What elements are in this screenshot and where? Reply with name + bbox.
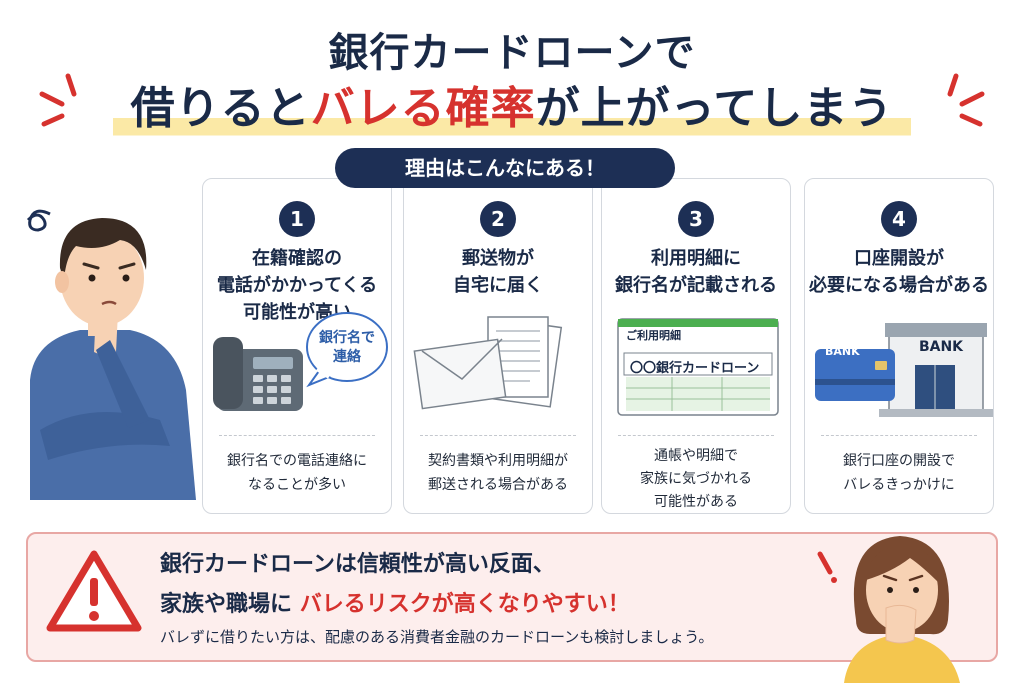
warning-triangle-icon (46, 550, 142, 632)
phone-icon (213, 312, 388, 411)
statement-icon (617, 318, 779, 416)
title-normal-text-2: が上がってしまう (535, 83, 894, 134)
card-footer: 銀行名での電話連絡に なることが多い (227, 453, 367, 493)
reason-card-2: 2 郵送物が 自宅に届く 契約書類や利用明細が 郵送される場合 (403, 178, 593, 514)
card-brand-text: BANK (825, 345, 860, 358)
speech-bubble-icon (306, 312, 388, 388)
card-footer: 契約書類や利用明細が 郵送される場合がある (428, 453, 568, 493)
card-footer: 通帳や明細で 家族に気づかれる 可能性がある (640, 448, 752, 510)
bank-card-icon (815, 349, 895, 401)
card-heading: 郵送物が 自宅に届く (453, 248, 543, 296)
card-number: 2 (480, 201, 516, 237)
reason-heading: 理由はこんなにある！ (335, 148, 675, 188)
building-sign-text: BANK (918, 339, 964, 355)
card-footer: 銀行口座の開設で バレるきっかけに (843, 453, 955, 493)
card-heading: 在籍確認の 電話がかかってくる 可能性が高い (216, 248, 378, 323)
card-number: 3 (678, 201, 714, 237)
warning-line-1: 銀行カードローンは信頼性が高い反面、 (160, 552, 555, 577)
card-number: 4 (881, 201, 917, 237)
burst-icon (39, 73, 77, 127)
title-red-text: バレる確率 (310, 83, 536, 134)
envelope-icon (413, 338, 507, 410)
card-divider (219, 435, 375, 436)
page-title-line2: 借りるとバレる確率が上がってしまう (0, 72, 1024, 138)
bank-building-icon (879, 323, 993, 417)
card-heading: 口座開設が 必要になる場合がある (809, 248, 989, 296)
warning-line-2: 家族や職場に バレるリスクが高くなりやすい！ (160, 592, 630, 617)
warning-line-3: バレずに借りたい方は、配慮のある消費者金融のカードローンも検討しましょう。 (160, 628, 714, 646)
page-title-line1: 銀行カードローンで (328, 30, 696, 76)
card-divider (618, 435, 774, 436)
title-normal-text: 借りると (130, 83, 311, 134)
reason-card-3: 3 利用明細に 銀行名が記載される ご利用明細 〇〇銀行カードローン 通帳や明細… (601, 178, 791, 514)
worried-man-icon (26, 209, 196, 500)
statement-entry: 〇〇銀行カードローン (630, 361, 760, 376)
statement-title: ご利用明細 (626, 329, 681, 342)
card-number: 1 (279, 201, 315, 237)
card-heading: 利用明細に 銀行名が記載される (615, 248, 777, 296)
bubble-text: 銀行名で 連絡 (319, 330, 375, 365)
card-divider (420, 435, 576, 436)
reason-card-4: 4 口座開設が 必要になる場合がある BANK BANK 銀行口座の開設で (804, 178, 994, 514)
warning-box (26, 532, 998, 662)
card-divider (821, 435, 977, 436)
reason-card-1: 1 在籍確認の 電話がかかってくる 可能性が高い 銀行名で (202, 178, 392, 514)
burst-icon (947, 73, 985, 127)
worried-woman-icon (817, 536, 960, 683)
